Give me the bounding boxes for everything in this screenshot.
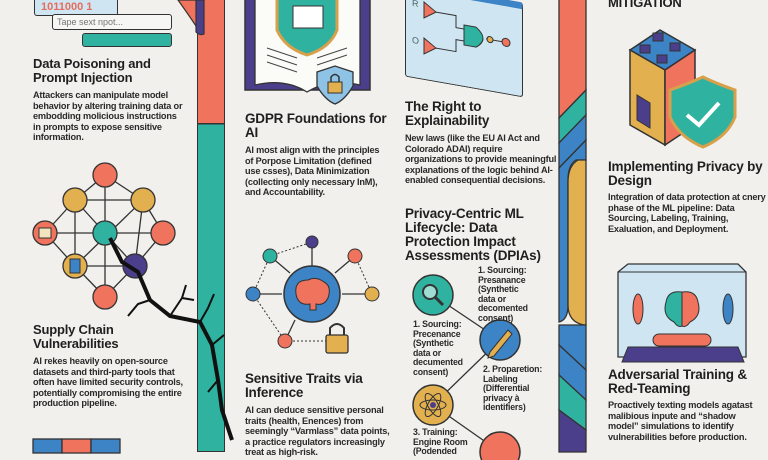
blocks-illustration xyxy=(32,438,121,454)
lifecycle-step-2-label: 1. Sourcing: Precenance (Synthetic data … xyxy=(413,319,463,377)
lifecycle-step-1-label: 1. Sourcing: Presanance (Synthetic data … xyxy=(478,265,528,323)
brain-icon xyxy=(295,277,330,311)
adversarial-section: Adversarial Training & Red-Teaming Proac… xyxy=(608,368,768,442)
adversarial-body: Proactively texting models agatast malib… xyxy=(608,400,753,442)
explain-section: The Right to Explainability New laws (li… xyxy=(405,100,557,186)
divider-bar-left xyxy=(197,0,225,452)
gdpr-section: GDPR Foundations for AI AI most align wi… xyxy=(245,112,395,198)
node-org-icon xyxy=(92,162,118,188)
design-section: Implementing Privacy by Design Integrati… xyxy=(608,160,768,234)
gdpr-title: GDPR Foundations for AI xyxy=(245,111,387,140)
supply-body: AI rekes heavily on open-source datasets… xyxy=(33,356,183,408)
shield-check-icon xyxy=(668,75,737,149)
design-body: Integration of data protection at cnery … xyxy=(608,192,766,234)
binary-text: 1011000 1 xyxy=(41,1,93,13)
traits-section: Sensitive Traits via Inference AI can de… xyxy=(245,372,395,458)
poisoning-section: Data Poisoning and Prompt Injection Atta… xyxy=(33,57,193,143)
circuit-window-illustration: R O xyxy=(405,0,523,98)
explain-body: New laws (like the EU AI Act and Colorad… xyxy=(405,133,557,185)
design-title: Implementing Privacy by Design xyxy=(608,159,763,188)
chat-icon xyxy=(479,431,521,460)
adversarial-title: Adversarial Training & Red-Teaming xyxy=(608,367,747,396)
lifecycle-diagram xyxy=(412,274,521,460)
text-input[interactable] xyxy=(52,14,172,30)
crack-illustration xyxy=(108,237,234,441)
mitigation-heading: MITIGATION xyxy=(608,0,682,10)
supply-title: Supply Chain Vulnerabilities xyxy=(33,322,119,351)
supply-section: Supply Chain Vulnerabilities AI rekes he… xyxy=(33,323,193,409)
lifecycle-step-4-label: 3. Training: Engine Room (Podended xyxy=(413,427,468,457)
explain-title: The Right to Explainability xyxy=(405,99,490,128)
node-gear-icon xyxy=(150,220,176,246)
poisoning-body: Attackers can manipulate model behavior … xyxy=(33,90,183,142)
poisoning-title: Data Poisoning and Prompt Injection xyxy=(33,56,151,85)
hacker-figure-illustration xyxy=(177,0,205,36)
submit-button[interactable] xyxy=(82,33,172,47)
lock-icon xyxy=(325,334,349,354)
traits-title: Sensitive Traits via Inference xyxy=(245,371,363,400)
gdpr-book-shield-illustration xyxy=(244,0,371,105)
lifecycle-section: Privacy-Centric ML Lifecycle: Data Prote… xyxy=(405,207,557,263)
gdpr-body: AI most align with the principles of Por… xyxy=(245,145,380,197)
divider-bar-right xyxy=(558,0,587,453)
lifecycle-step-3-label: 2. Proparetion: Labeling (Differential p… xyxy=(483,364,543,413)
inference-network-illustration xyxy=(245,235,380,354)
building-block-shield-illustration xyxy=(628,29,737,149)
supply-chain-network-diagram xyxy=(32,162,176,310)
node-network-icon xyxy=(92,284,118,310)
adversarial-glass-box-illustration xyxy=(617,263,747,363)
brain-icon xyxy=(664,291,683,327)
node-wrench-icon xyxy=(122,253,148,279)
lifecycle-title: Privacy-Centric ML Lifecycle: Data Prote… xyxy=(405,206,541,263)
node-github-icon xyxy=(62,187,88,213)
node-tools-icon xyxy=(130,187,156,213)
